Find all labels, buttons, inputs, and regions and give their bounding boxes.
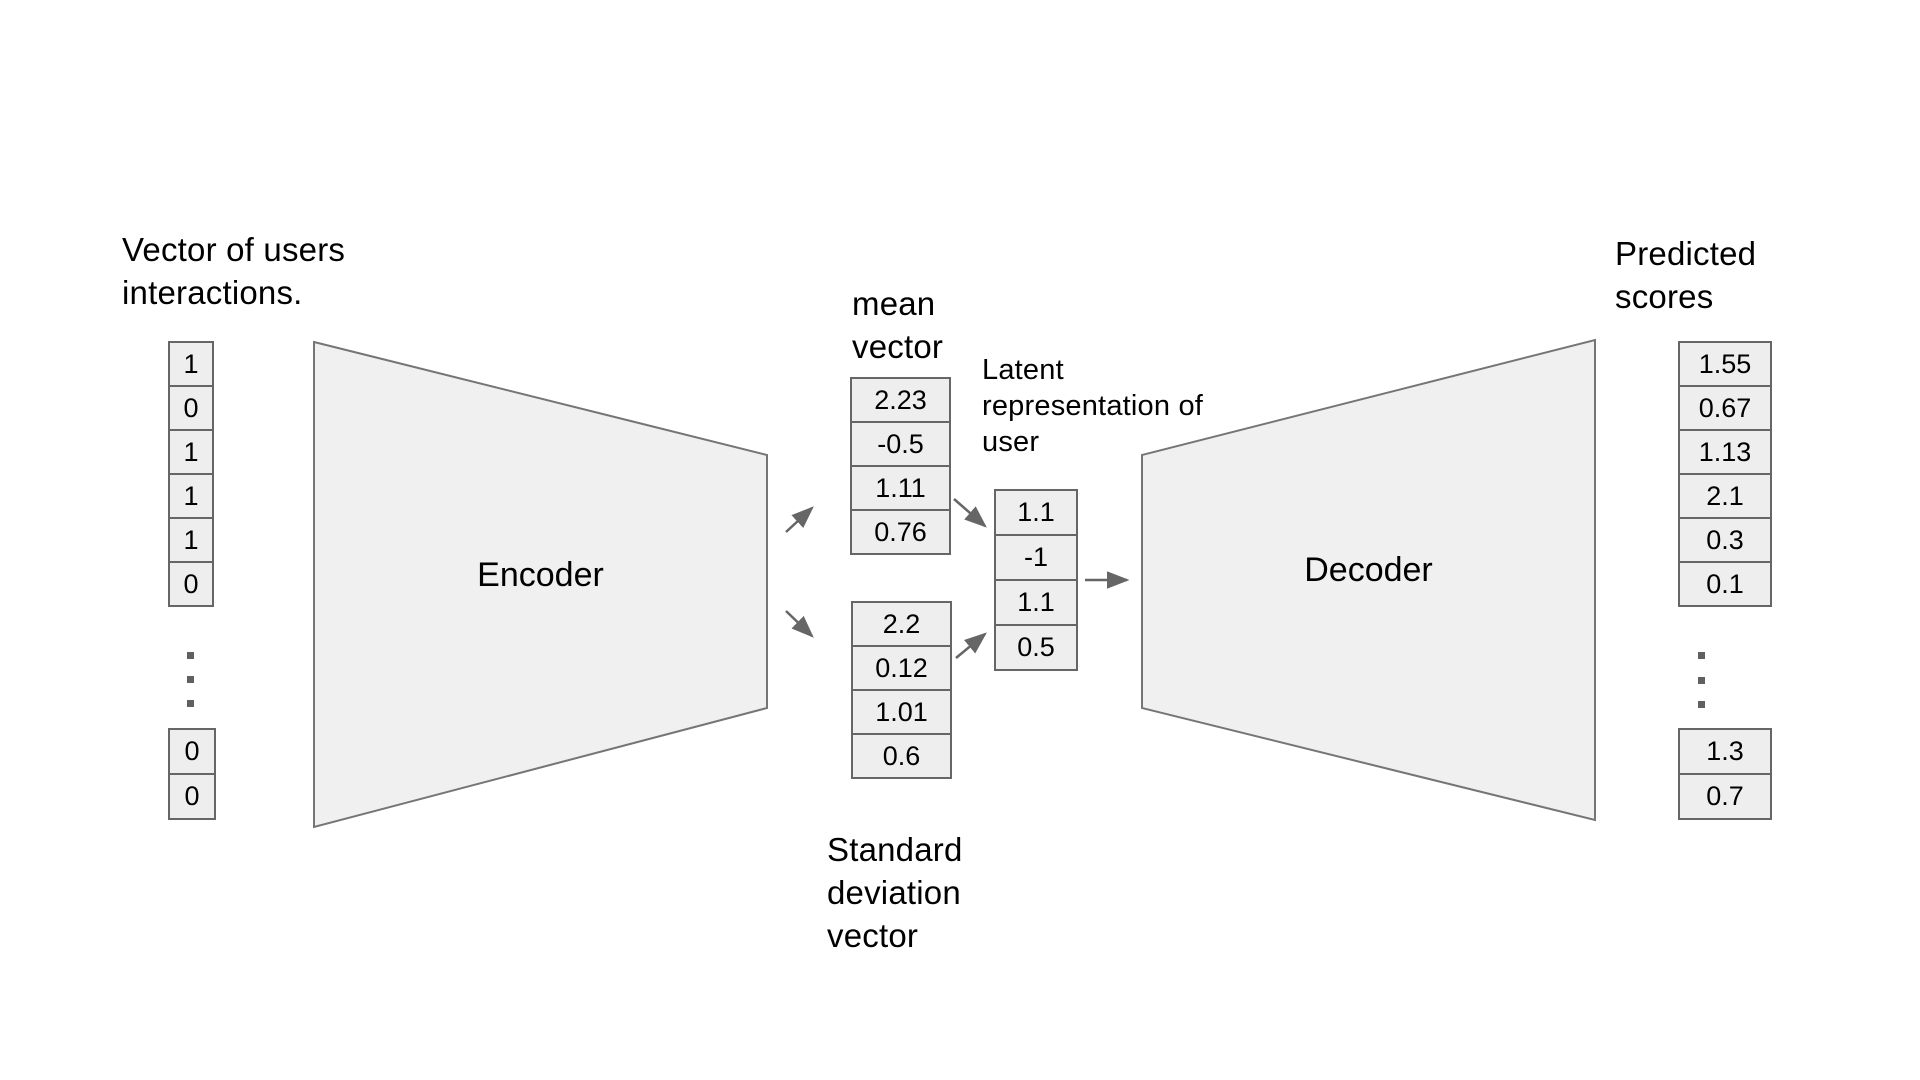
vector-cell: -1 [994, 534, 1078, 581]
predicted-scores-vector: 1.55 0.67 1.13 2.1 0.3 0.1 [1678, 341, 1772, 607]
arrow-std-to-latent [955, 632, 987, 659]
vector-cell: 0.67 [1678, 385, 1772, 431]
vector-cell: 1.1 [994, 579, 1078, 626]
vector-cell: 1 [168, 429, 214, 475]
encoder-label: Encoder [477, 555, 604, 594]
input-vector-tail: 0 0 [168, 728, 216, 820]
ellipsis-dot [187, 652, 194, 659]
vector-cell: 0.3 [1678, 517, 1772, 563]
vector-cell: -0.5 [850, 421, 951, 467]
vector-cell: 1.11 [850, 465, 951, 511]
ellipsis-dot [1698, 701, 1705, 708]
vector-cell: 1 [168, 341, 214, 387]
input-vector: 1 0 1 1 1 0 [168, 341, 214, 607]
vector-cell: 0 [168, 385, 214, 431]
ellipsis-dot [1698, 652, 1705, 659]
std-vector-label: Standard deviation vector [827, 831, 963, 954]
mean-vector: 2.23 -0.5 1.11 0.76 [850, 377, 951, 555]
vector-cell: 0.7 [1678, 773, 1772, 820]
predicted-scores-label: Predicted scores [1615, 235, 1757, 315]
vector-cell: 2.2 [851, 601, 952, 647]
vector-cell: 0.6 [851, 733, 952, 779]
vector-cell: 1.3 [1678, 728, 1772, 775]
vector-cell: 0 [168, 728, 216, 775]
vector-cell: 1.13 [1678, 429, 1772, 475]
vector-cell: 2.1 [1678, 473, 1772, 519]
std-vector: 2.2 0.12 1.01 0.6 [851, 601, 952, 779]
arrow-encoder-to-mean [785, 506, 814, 533]
input-vector-label: Vector of users interactions. [122, 231, 346, 311]
decoder-trapezoid [1141, 338, 1596, 822]
vector-cell: 0.76 [850, 509, 951, 555]
vector-cell: 2.23 [850, 377, 951, 423]
predicted-scores-tail: 1.3 0.7 [1678, 728, 1772, 820]
latent-vector: 1.1 -1 1.1 0.5 [994, 489, 1078, 671]
vector-cell: 0.5 [994, 624, 1078, 671]
decoder-label: Decoder [1304, 550, 1433, 589]
vector-cell: 1.1 [994, 489, 1078, 536]
vector-cell: 1.01 [851, 689, 952, 735]
latent-representation-label: Latent representation of user [982, 354, 1204, 458]
encoder-trapezoid [313, 340, 768, 829]
vector-cell: 0 [168, 773, 216, 820]
ellipsis-dot [187, 676, 194, 683]
vector-cell: 1 [168, 473, 214, 519]
vector-cell: 0 [168, 561, 214, 607]
vector-cell: 0.12 [851, 645, 952, 691]
ellipsis-dot [1698, 677, 1705, 684]
arrow-mean-to-latent [953, 498, 987, 528]
ellipsis-dot [187, 700, 194, 707]
vector-cell: 1 [168, 517, 214, 563]
vector-cell: 1.55 [1678, 341, 1772, 387]
arrow-encoder-to-std [785, 610, 814, 638]
mean-vector-label: mean vector [852, 285, 944, 365]
vector-cell: 0.1 [1678, 561, 1772, 607]
